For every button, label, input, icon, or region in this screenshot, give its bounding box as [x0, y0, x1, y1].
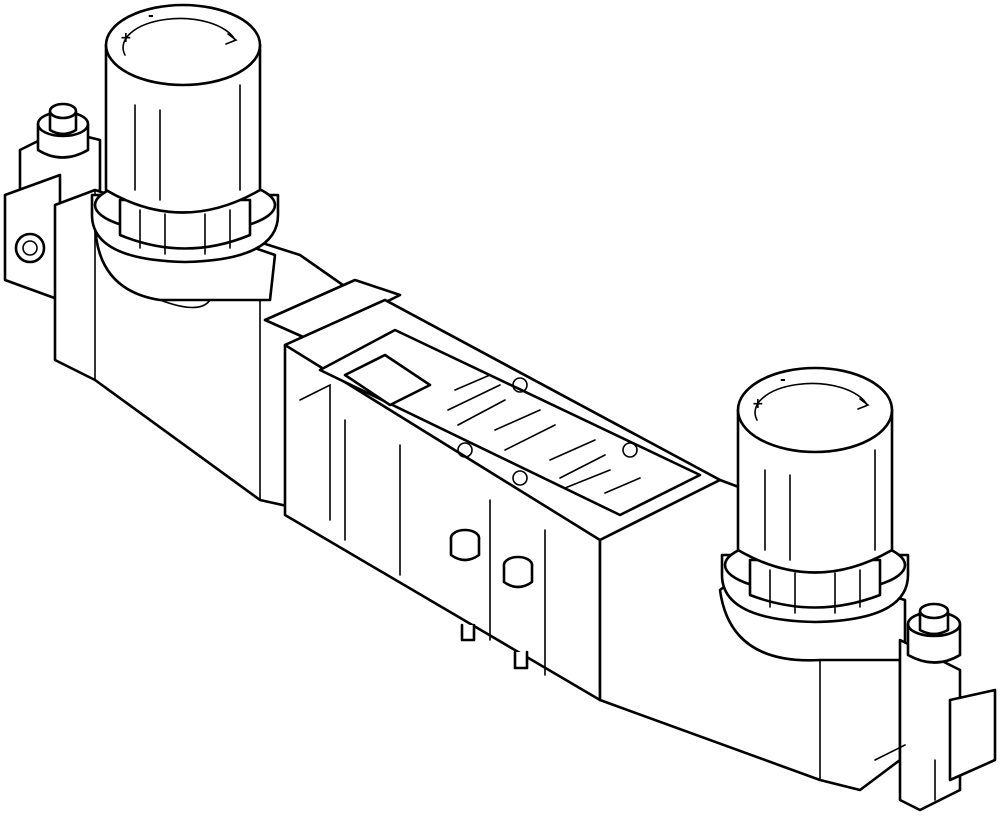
air-port-slots: [447, 374, 641, 494]
right-knob-minus-label: -: [780, 372, 786, 388]
left-knob-minus-label: -: [148, 8, 154, 24]
left-adjusting-knob: + -: [90, 3, 280, 264]
right-knob-plus-label: +: [752, 396, 764, 412]
left-knob-plus-label: +: [120, 30, 132, 46]
right-adjusting-knob: + -: [720, 366, 910, 624]
